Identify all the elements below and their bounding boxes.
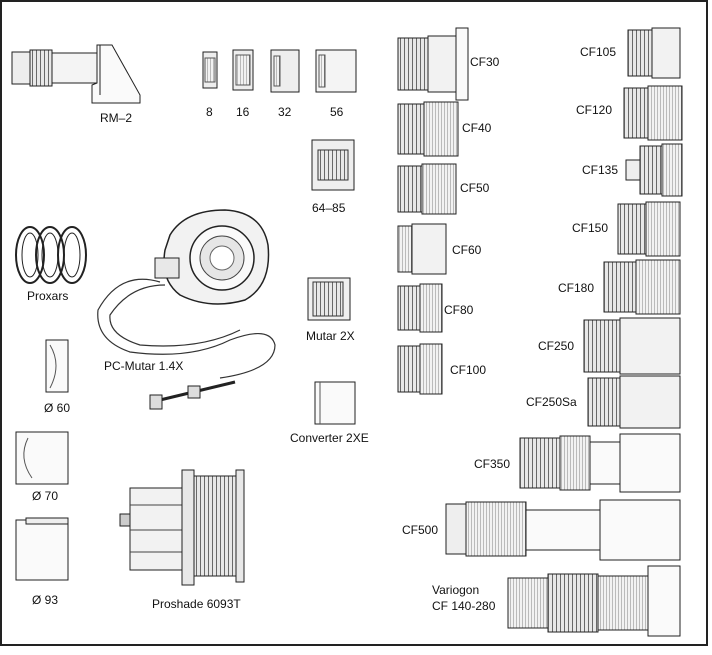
- lens-cf105: [627, 27, 681, 79]
- label-cf120: CF120: [576, 103, 612, 117]
- extension-tube-8: [202, 51, 218, 89]
- label-ext56: 56: [330, 105, 344, 119]
- label-cf250: CF250: [538, 339, 574, 353]
- mutar-2x-drawing: [307, 277, 351, 321]
- label-filter60: Ø 60: [44, 401, 70, 415]
- label-cf80: CF80: [444, 303, 474, 317]
- filter-60-drawing: [45, 339, 69, 393]
- label-cf100: CF100: [450, 363, 486, 377]
- extension-tube-16: [232, 49, 254, 91]
- lens-cf80: [397, 283, 443, 333]
- extension-tube-56: [315, 49, 357, 93]
- label-cf50: CF50: [460, 181, 490, 195]
- label-ext6485: 64–85: [312, 201, 346, 215]
- label-cf250sa: CF250Sa: [526, 395, 577, 409]
- lens-cf180: [603, 259, 681, 315]
- label-proxars: Proxars: [27, 289, 68, 303]
- label-cf150: CF150: [572, 221, 608, 235]
- lens-cf120: [623, 85, 683, 141]
- label-filter70: Ø 70: [32, 489, 58, 503]
- label-ext16: 16: [236, 105, 250, 119]
- label-cf105: CF105: [580, 45, 616, 59]
- extension-tube-32: [270, 49, 300, 93]
- label-cf180: CF180: [558, 281, 594, 295]
- lens-cf250: [583, 317, 681, 375]
- label-cf350: CF350: [474, 457, 510, 471]
- filter-93-drawing: [15, 517, 69, 581]
- pc-mutar-drawing: [97, 209, 276, 410]
- label-pcmutar: PC-Mutar 1.4X: [104, 359, 183, 373]
- filter-70-drawing: [15, 431, 69, 485]
- label-variogon: Variogon: [432, 583, 479, 597]
- lens-cf40: [397, 101, 459, 157]
- lens-cf150: [617, 201, 681, 257]
- converter-2xe-drawing: [314, 381, 356, 425]
- lens-cf50: [397, 163, 457, 215]
- label-ext32: 32: [278, 105, 292, 119]
- rm2-finder-drawing: [11, 44, 141, 104]
- lens-variogon: [507, 565, 681, 637]
- proxar-rings: [15, 226, 87, 284]
- label-proshade: Proshade 6093T: [152, 597, 241, 611]
- label-ext8: 8: [206, 105, 213, 119]
- label-cf60: CF60: [452, 243, 482, 257]
- label-cf135: CF135: [582, 163, 618, 177]
- label-filter93: Ø 93: [32, 593, 58, 607]
- label-mutar2x: Mutar 2X: [306, 329, 355, 343]
- lens-cf500: [445, 499, 681, 561]
- lens-cf250sa: [587, 375, 681, 429]
- label-variogon-range: CF 140-280: [432, 599, 496, 613]
- extension-tube-64-85: [311, 139, 355, 191]
- lens-cf60: [397, 223, 447, 275]
- label-cf500: CF500: [402, 523, 438, 537]
- lens-cf135: [625, 143, 683, 197]
- proshade-drawing: [119, 469, 245, 586]
- label-cf30: CF30: [470, 55, 500, 69]
- label-conv2xe: Converter 2XE: [290, 431, 369, 445]
- lens-cf350: [519, 433, 681, 493]
- lens-cf30: [397, 27, 469, 101]
- label-cf40: CF40: [462, 121, 492, 135]
- label-rm2: RM–2: [100, 111, 132, 125]
- lens-cf100: [397, 343, 443, 395]
